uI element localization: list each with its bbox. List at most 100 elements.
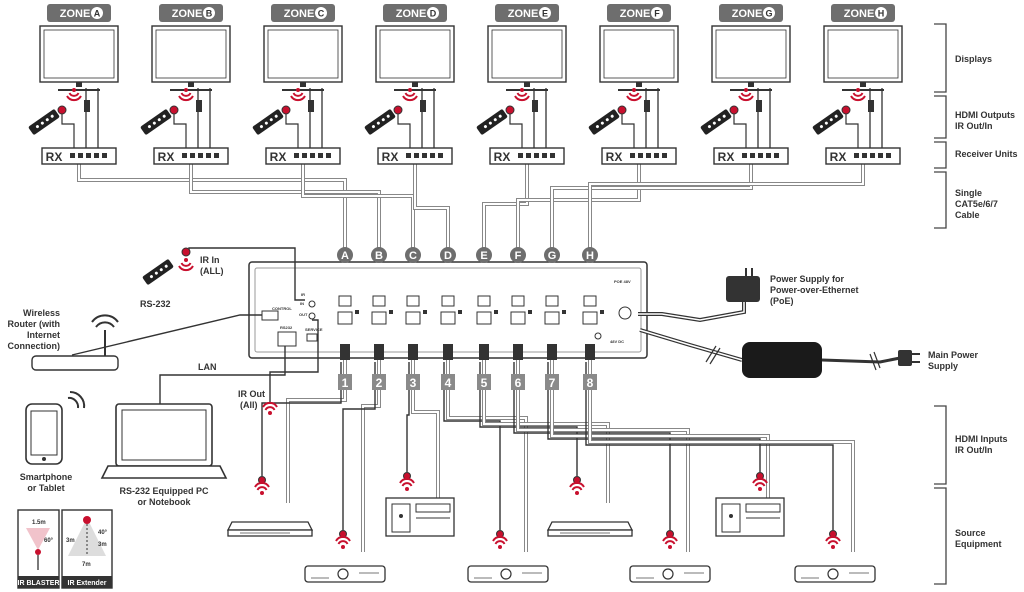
remote-control-icon [364, 108, 396, 136]
ir-receiver-eye [841, 105, 851, 115]
main-dc-jack [594, 332, 602, 340]
source-device-7 [629, 565, 711, 583]
source-device-4 [715, 497, 785, 537]
remote-control-icon [140, 108, 172, 136]
source-ir-signal [492, 535, 508, 550]
input-number-badge [583, 374, 597, 390]
zone-letter: A [94, 9, 101, 19]
zone-letter: F [654, 9, 660, 19]
router-label-1: Wireless [23, 308, 60, 318]
ir-in-receiver-eye [181, 247, 191, 257]
display-icon [711, 25, 791, 83]
label-displays: Displays [955, 54, 992, 64]
extender-distance-right: 3m [98, 542, 107, 548]
remote-control-icon [588, 108, 620, 136]
zone-label: ZONE [60, 8, 91, 20]
ir-extender-title: IR Extender [68, 580, 107, 587]
extender-distance-center: 7m [82, 562, 91, 568]
ir-out-port-label: OUT [299, 312, 308, 317]
catx-cable-g [550, 164, 753, 250]
output-badge [405, 247, 421, 263]
display-icon [375, 25, 455, 83]
catx-cable-a [77, 164, 347, 250]
hdmi-plug [374, 344, 384, 360]
display-icon [487, 25, 567, 83]
label-cable-line-2: CAT5e/6/7 [955, 199, 998, 209]
input-number: 8 [587, 376, 594, 390]
label-ir-out-in-top: IR Out/In [955, 121, 993, 131]
display-icon [823, 25, 903, 83]
hdmi-input-port [544, 311, 560, 325]
ir-out-signal-icon [262, 401, 278, 416]
receiver-label: RX [494, 150, 511, 164]
source-device-1 [227, 521, 313, 537]
input-number: 4 [445, 376, 452, 390]
ir-port-label: IR [301, 292, 305, 297]
lan-line [159, 346, 286, 404]
zone-letter-badge [91, 7, 103, 19]
right-section-brackets [934, 23, 947, 585]
notebook-pc: LAN RS-232 Equipped PC or Notebook [100, 346, 286, 507]
ir-wire-4 [443, 362, 501, 530]
display-icon [39, 25, 119, 83]
source-device-5 [304, 565, 386, 583]
receiver-label: RX [830, 150, 847, 164]
ir-extender-title-bar [62, 576, 112, 588]
output-letter: H [586, 250, 594, 262]
main-power-brick [742, 342, 822, 378]
rs232-port [277, 331, 297, 347]
output-badge [510, 247, 526, 263]
port-group-6: F6 [510, 247, 532, 390]
output-badge [337, 247, 353, 263]
router-label-2: Router (with [8, 319, 61, 329]
ir-wire-1 [261, 362, 342, 476]
zone-letter: B [206, 9, 213, 19]
label-hdmi-inputs: HDMI Inputs [955, 434, 1008, 444]
hdmi-input-port [405, 311, 421, 325]
label-ir-out-in-bottom: IR Out/In [955, 445, 993, 455]
notebook-keyboard [100, 465, 228, 479]
main-power-label-2: Supply [928, 361, 958, 371]
remote-control-icon [476, 108, 508, 136]
port-group-4: D4 [440, 247, 462, 390]
input-number: 2 [376, 376, 383, 390]
port-group-8: H8 [582, 247, 604, 390]
zone-label: ZONE [508, 8, 539, 20]
input-number: 6 [515, 376, 522, 390]
ir-receiver-eye [617, 105, 627, 115]
router-body [31, 355, 119, 371]
source-device-8 [794, 565, 876, 583]
hdmi-input-cable-1 [286, 360, 347, 503]
input-number: 7 [549, 376, 556, 390]
zone-label: ZONE [732, 8, 763, 20]
remote-control-icon [700, 108, 732, 136]
rj45-port [511, 295, 525, 307]
source-ir-signal [399, 477, 415, 492]
source-ir-signal [752, 477, 768, 492]
hdmi-plug [513, 344, 523, 360]
catx-cable-e [482, 164, 529, 250]
remote-control-icon [812, 108, 844, 136]
zone-letter: G [765, 9, 772, 19]
hdmi-input-port [582, 311, 598, 325]
zone-letter-badge [651, 7, 663, 19]
ir-receiver-eye [169, 105, 179, 115]
input-number: 1 [342, 376, 349, 390]
ir-blaster-icon [35, 549, 41, 555]
wireless-router: RS-232 Wireless Router (with Internet Co… [8, 299, 262, 371]
zone-letter-badge [203, 7, 215, 19]
ir-wire-5 [479, 362, 578, 476]
display-icon [263, 25, 343, 83]
poe-power-cable [638, 300, 746, 323]
port-group-1: A1 [337, 247, 359, 390]
right-section-labels: Displays HDMI Outputs IR Out/In Receiver… [955, 54, 1018, 549]
extender-distance-left: 3m [66, 538, 75, 544]
zone-letter: C [318, 9, 325, 19]
output-badge [476, 247, 492, 263]
hdmi-input-cables [258, 360, 855, 552]
source-device-6 [467, 565, 549, 583]
label-source: Source [955, 528, 986, 538]
